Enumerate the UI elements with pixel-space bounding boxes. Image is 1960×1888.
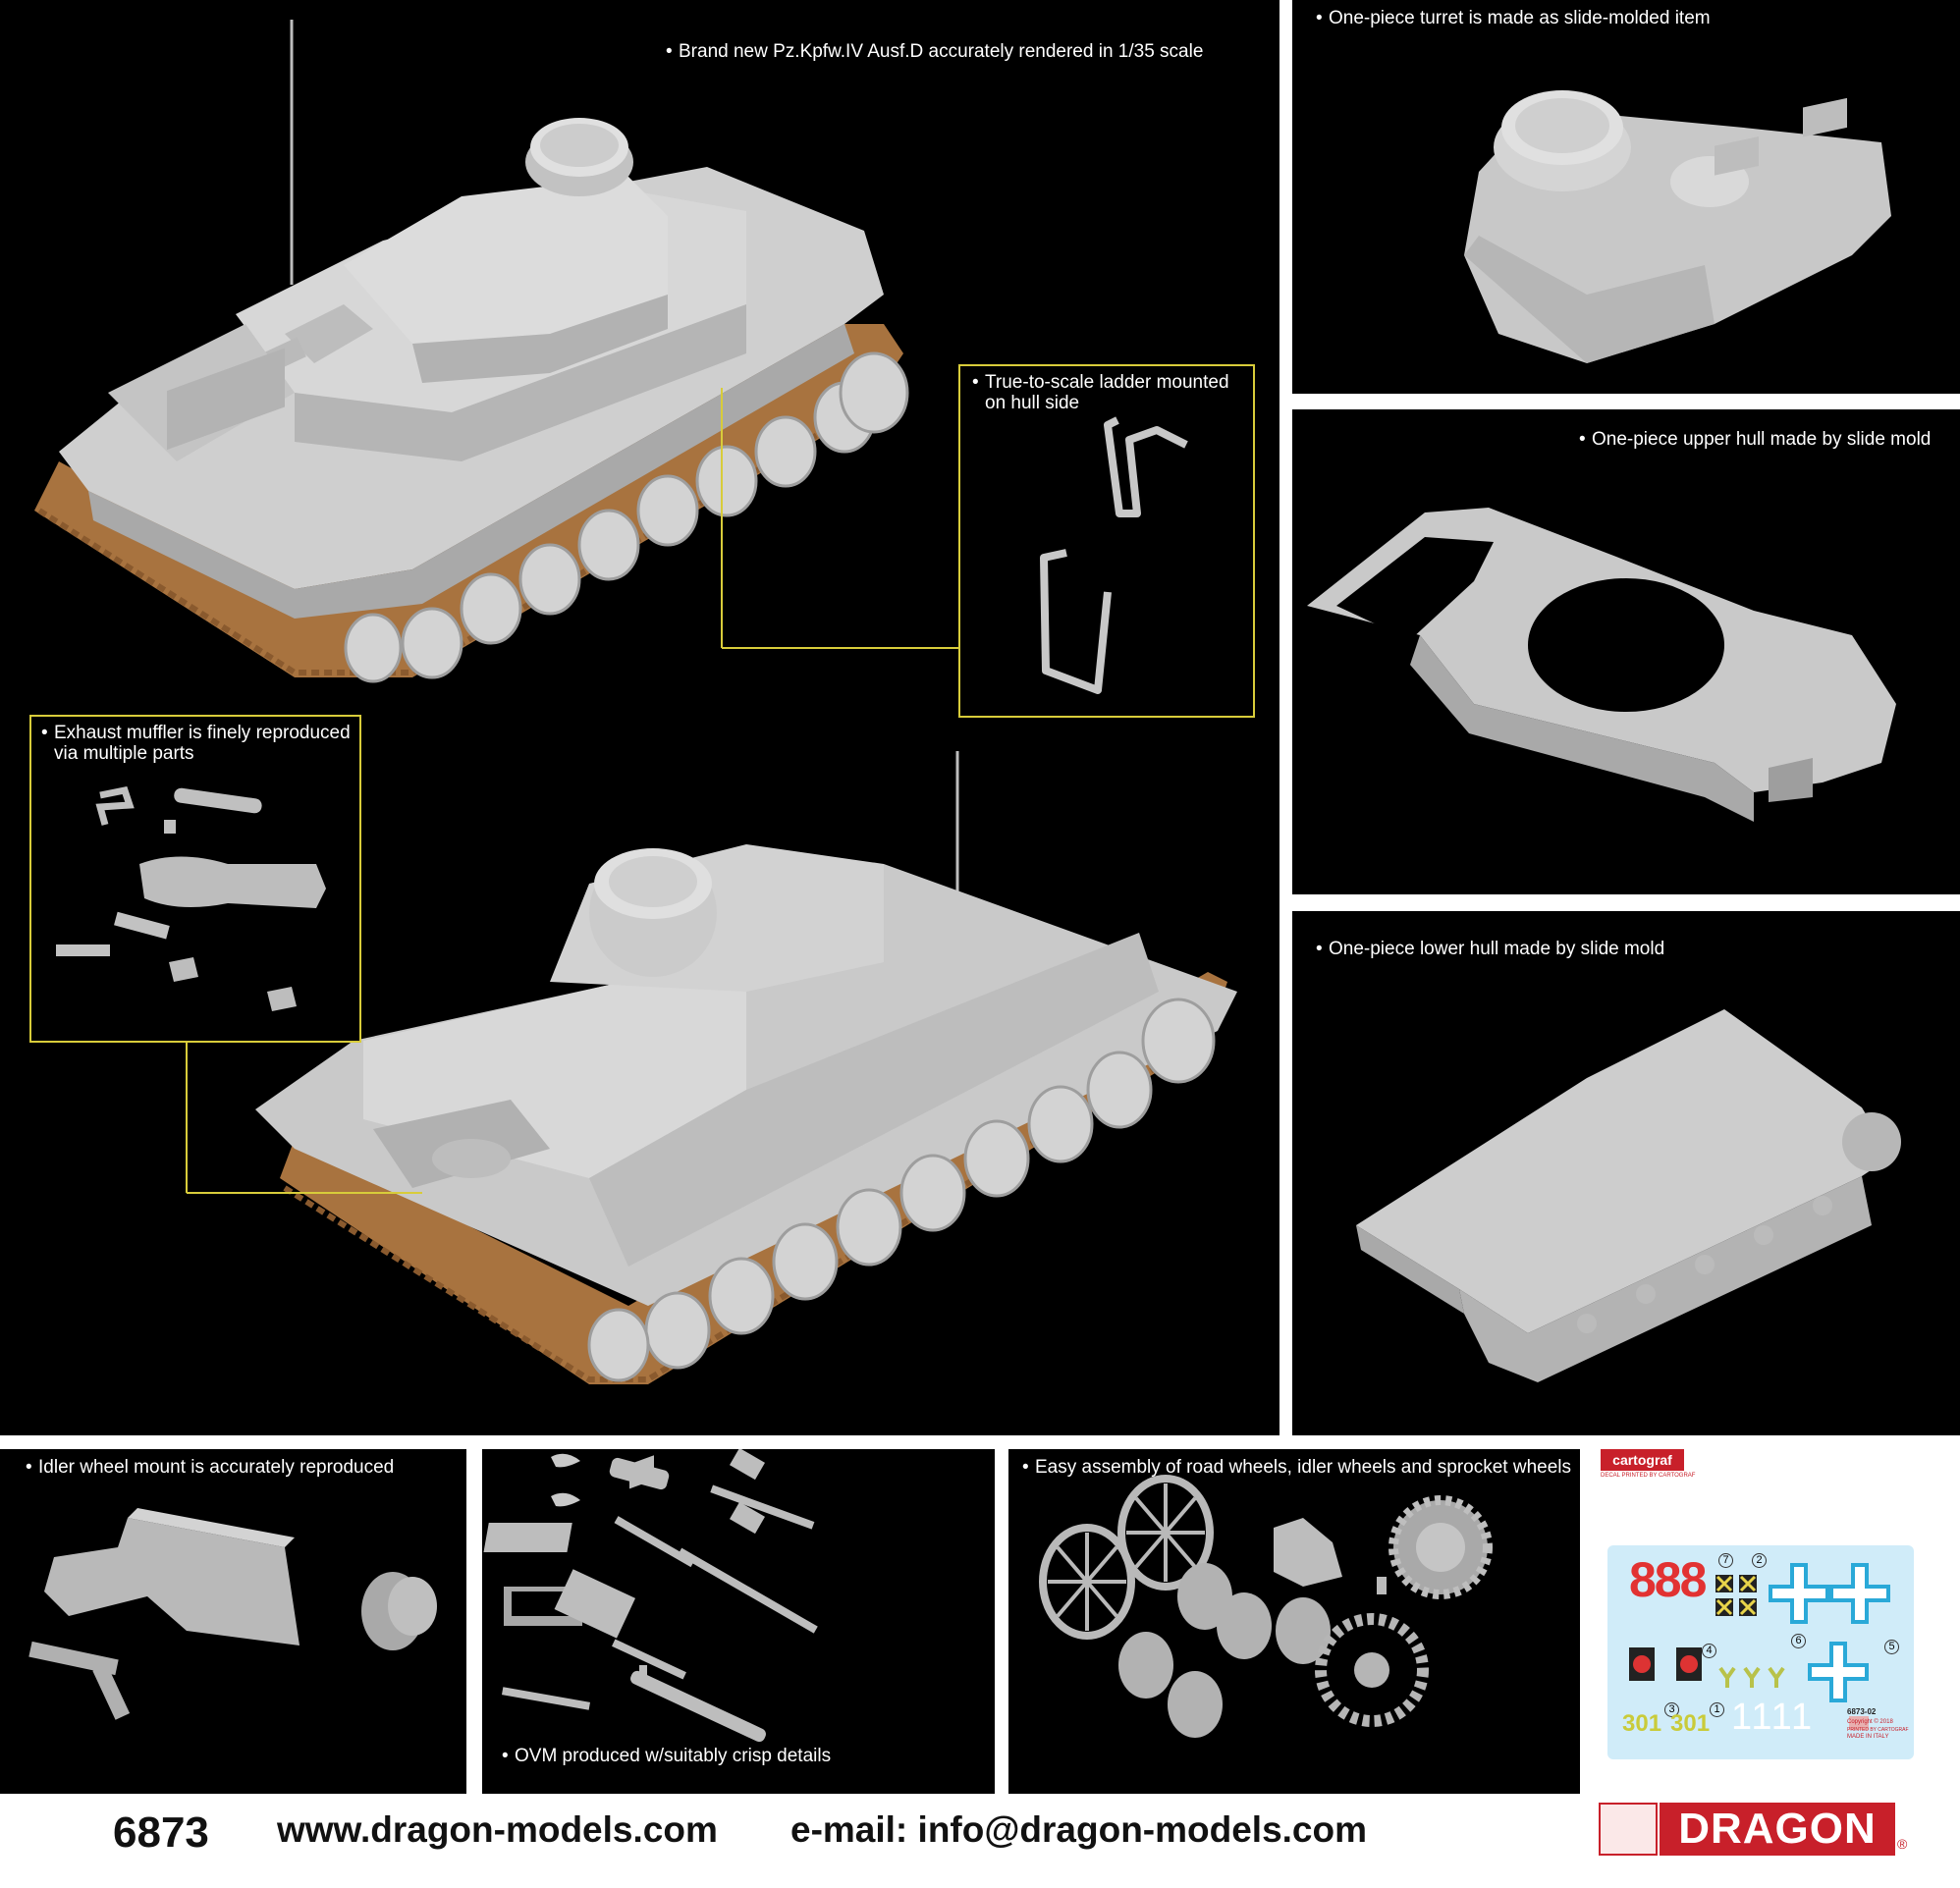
ovm-panel: •OVM produced w/suitably crisp details	[482, 1449, 995, 1794]
lower-hull-render	[1356, 1009, 1901, 1382]
decal-marker: 2	[1752, 1553, 1767, 1568]
tank-upper-render	[34, 20, 909, 683]
caption-upper-hull: •One-piece upper hull made by slide mold	[1579, 429, 1932, 450]
decal-1111: 1111	[1731, 1697, 1815, 1738]
decal-888: 888	[1629, 1552, 1707, 1607]
cartograf-sub: DECAL PRINTED BY CARTOGRAF	[1601, 1473, 1696, 1479]
decal-marker: 3	[1664, 1702, 1679, 1717]
dragon-wordmark: DRAGON	[1660, 1803, 1895, 1856]
idler-mount-render	[28, 1508, 437, 1720]
caption-ovm: •OVM produced w/suitably crisp details	[502, 1746, 832, 1766]
decal-made-in: MADE IN ITALY	[1847, 1734, 1889, 1740]
registered-mark: ®	[1897, 1836, 1908, 1852]
cartograf-logo: cartograf	[1601, 1449, 1684, 1471]
decal-marker: 1	[1710, 1702, 1724, 1717]
decal-copyright: Copyright © 2018	[1847, 1719, 1893, 1725]
upper-hull-panel: •One-piece upper hull made by slide mold	[1292, 409, 1960, 894]
decal-card: 888 7 2 4 6 5 3 1	[1607, 1545, 1914, 1759]
main-panel: •Brand new Pz.Kpfw.IV Ausf.D accurately …	[0, 0, 1279, 1435]
decal-marker: 6	[1791, 1634, 1806, 1648]
upper-hull-render	[1307, 508, 1896, 822]
caption-main: •Brand new Pz.Kpfw.IV Ausf.D accurately …	[666, 41, 1204, 62]
caption-idler: •Idler wheel mount is accurately reprodu…	[26, 1457, 395, 1478]
website-link[interactable]: www.dragon-models.com	[277, 1809, 718, 1850]
caption-exhaust: •Exhaust muffler is finely reproduced vi…	[41, 723, 351, 764]
wheels-render	[1039, 1475, 1493, 1738]
idler-panel: •Idler wheel mount is accurately reprodu…	[0, 1449, 466, 1794]
lower-hull-panel: •One-piece lower hull made by slide mold	[1292, 911, 1960, 1435]
caption-ladder: •True-to-scale ladder mounted on hull si…	[972, 372, 1229, 413]
turret-panel: •One-piece turret is made as slide-molde…	[1292, 0, 1960, 394]
caption-lower-hull: •One-piece lower hull made by slide mold	[1316, 939, 1665, 959]
decal-sheet: cartograf DECAL PRINTED BY CARTOGRAF 888…	[1596, 1449, 1920, 1783]
ovm-parts	[483, 1449, 818, 1743]
exhaust-callout: •Exhaust muffler is finely reproduced vi…	[29, 715, 361, 1043]
turret-render	[1464, 90, 1891, 363]
ladder-parts	[1040, 416, 1188, 694]
decal-marker: 7	[1718, 1553, 1733, 1568]
exhaust-parts	[56, 785, 326, 1011]
main-artwork	[34, 20, 1237, 1384]
decal-symbols	[1629, 1563, 1890, 1730]
decal-301-b: 301	[1670, 1710, 1711, 1737]
dragon-emblem	[1599, 1803, 1658, 1856]
decal-printed-by: PRINTED BY CARTOGRAF	[1847, 1727, 1909, 1733]
ladder-callout: •True-to-scale ladder mounted on hull si…	[958, 364, 1255, 718]
decal-marker: 4	[1702, 1644, 1716, 1658]
tank-lower-render	[255, 751, 1237, 1384]
decal-marker: 5	[1884, 1640, 1899, 1654]
caption-turret: •One-piece turret is made as slide-molde…	[1316, 8, 1711, 28]
decal-301-a: 301	[1622, 1710, 1662, 1737]
caption-wheels: •Easy assembly of road wheels, idler whe…	[1022, 1457, 1571, 1478]
dragon-logo: DRAGON ®	[1599, 1803, 1913, 1856]
email-link[interactable]: e-mail: info@dragon-models.com	[790, 1809, 1368, 1850]
item-number: 6873	[113, 1808, 209, 1857]
decal-code: 6873-02	[1847, 1707, 1877, 1716]
wheels-panel: •Easy assembly of road wheels, idler whe…	[1008, 1449, 1580, 1794]
